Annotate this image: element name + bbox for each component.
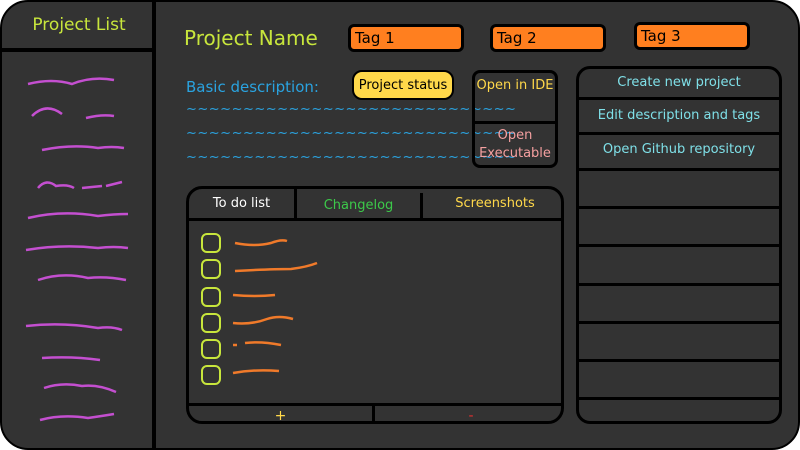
todo-text — [232, 315, 294, 325]
project-list-item[interactable] — [2, 132, 156, 162]
description-line: ~~~~~~~~~~~~~~~~~~~~~~~~~~~~~ — [186, 126, 517, 141]
side-panel-slot — [579, 324, 779, 362]
tag-2[interactable]: Tag 2 — [490, 24, 606, 52]
side-panel-slot — [579, 171, 779, 209]
tab-screenshots[interactable]: Screenshots — [423, 189, 561, 221]
description-line: ~~~~~~~~~~~~~~~~~~~~~~~~~~~~~ — [186, 150, 517, 165]
project-list-item[interactable] — [2, 200, 156, 230]
project-list-item[interactable] — [2, 312, 156, 342]
project-list-item[interactable] — [2, 402, 156, 432]
side-panel-slot — [579, 286, 779, 324]
todo-checkbox[interactable] — [201, 287, 221, 307]
project-list-item[interactable] — [2, 372, 156, 402]
project-list-item[interactable] — [2, 232, 156, 262]
edit-description-button[interactable]: Edit description and tags — [579, 100, 779, 135]
description-label: Basic description: — [186, 78, 319, 96]
todo-text — [234, 261, 318, 273]
remove-todo-button[interactable]: - — [375, 403, 561, 421]
tab-changelog[interactable]: Changelog — [297, 193, 423, 221]
divider — [475, 121, 555, 124]
create-new-project-button[interactable]: Create new project — [579, 69, 779, 100]
tag-1[interactable]: Tag 1 — [348, 24, 464, 52]
todo-text — [232, 369, 280, 375]
project-list-item[interactable] — [2, 168, 156, 198]
project-list-item[interactable] — [2, 342, 156, 372]
project-list-title: Project List — [2, 2, 156, 52]
tab-todo[interactable]: To do list — [189, 189, 297, 221]
open-github-button[interactable]: Open Github repository — [579, 135, 779, 171]
side-panel: Create new project Edit description and … — [576, 66, 782, 424]
side-panel-slot — [579, 209, 779, 247]
add-todo-button[interactable]: + — [189, 403, 375, 421]
project-name: Project Name — [184, 26, 318, 50]
project-list-sidebar: Project List — [2, 2, 156, 448]
open-executable-button[interactable]: Open Executable — [479, 128, 551, 161]
project-status-button[interactable]: Project status — [352, 70, 454, 100]
todo-checkbox[interactable] — [201, 233, 221, 253]
tabs-panel: To do list Changelog Screenshots + - — [186, 186, 564, 424]
todo-checkbox[interactable] — [201, 339, 221, 359]
todo-text — [232, 293, 276, 298]
open-actions: Open in IDE Open Executable — [472, 70, 558, 168]
side-panel-slot — [579, 247, 779, 286]
project-list-item[interactable] — [2, 68, 156, 98]
todo-checkbox[interactable] — [201, 313, 221, 333]
open-in-ide-button[interactable]: Open in IDE — [476, 78, 554, 93]
project-list-item[interactable] — [2, 98, 156, 128]
side-panel-slot — [579, 362, 779, 400]
description-line: ~~~~~~~~~~~~~~~~~~~~~~~~~~~~~ — [186, 102, 517, 117]
todo-checkbox[interactable] — [201, 365, 221, 385]
todo-text — [233, 341, 282, 347]
tag-3[interactable]: Tag 3 — [634, 22, 750, 50]
todo-text — [234, 239, 288, 247]
todo-checkbox[interactable] — [201, 259, 221, 279]
project-list-item[interactable] — [2, 264, 156, 294]
